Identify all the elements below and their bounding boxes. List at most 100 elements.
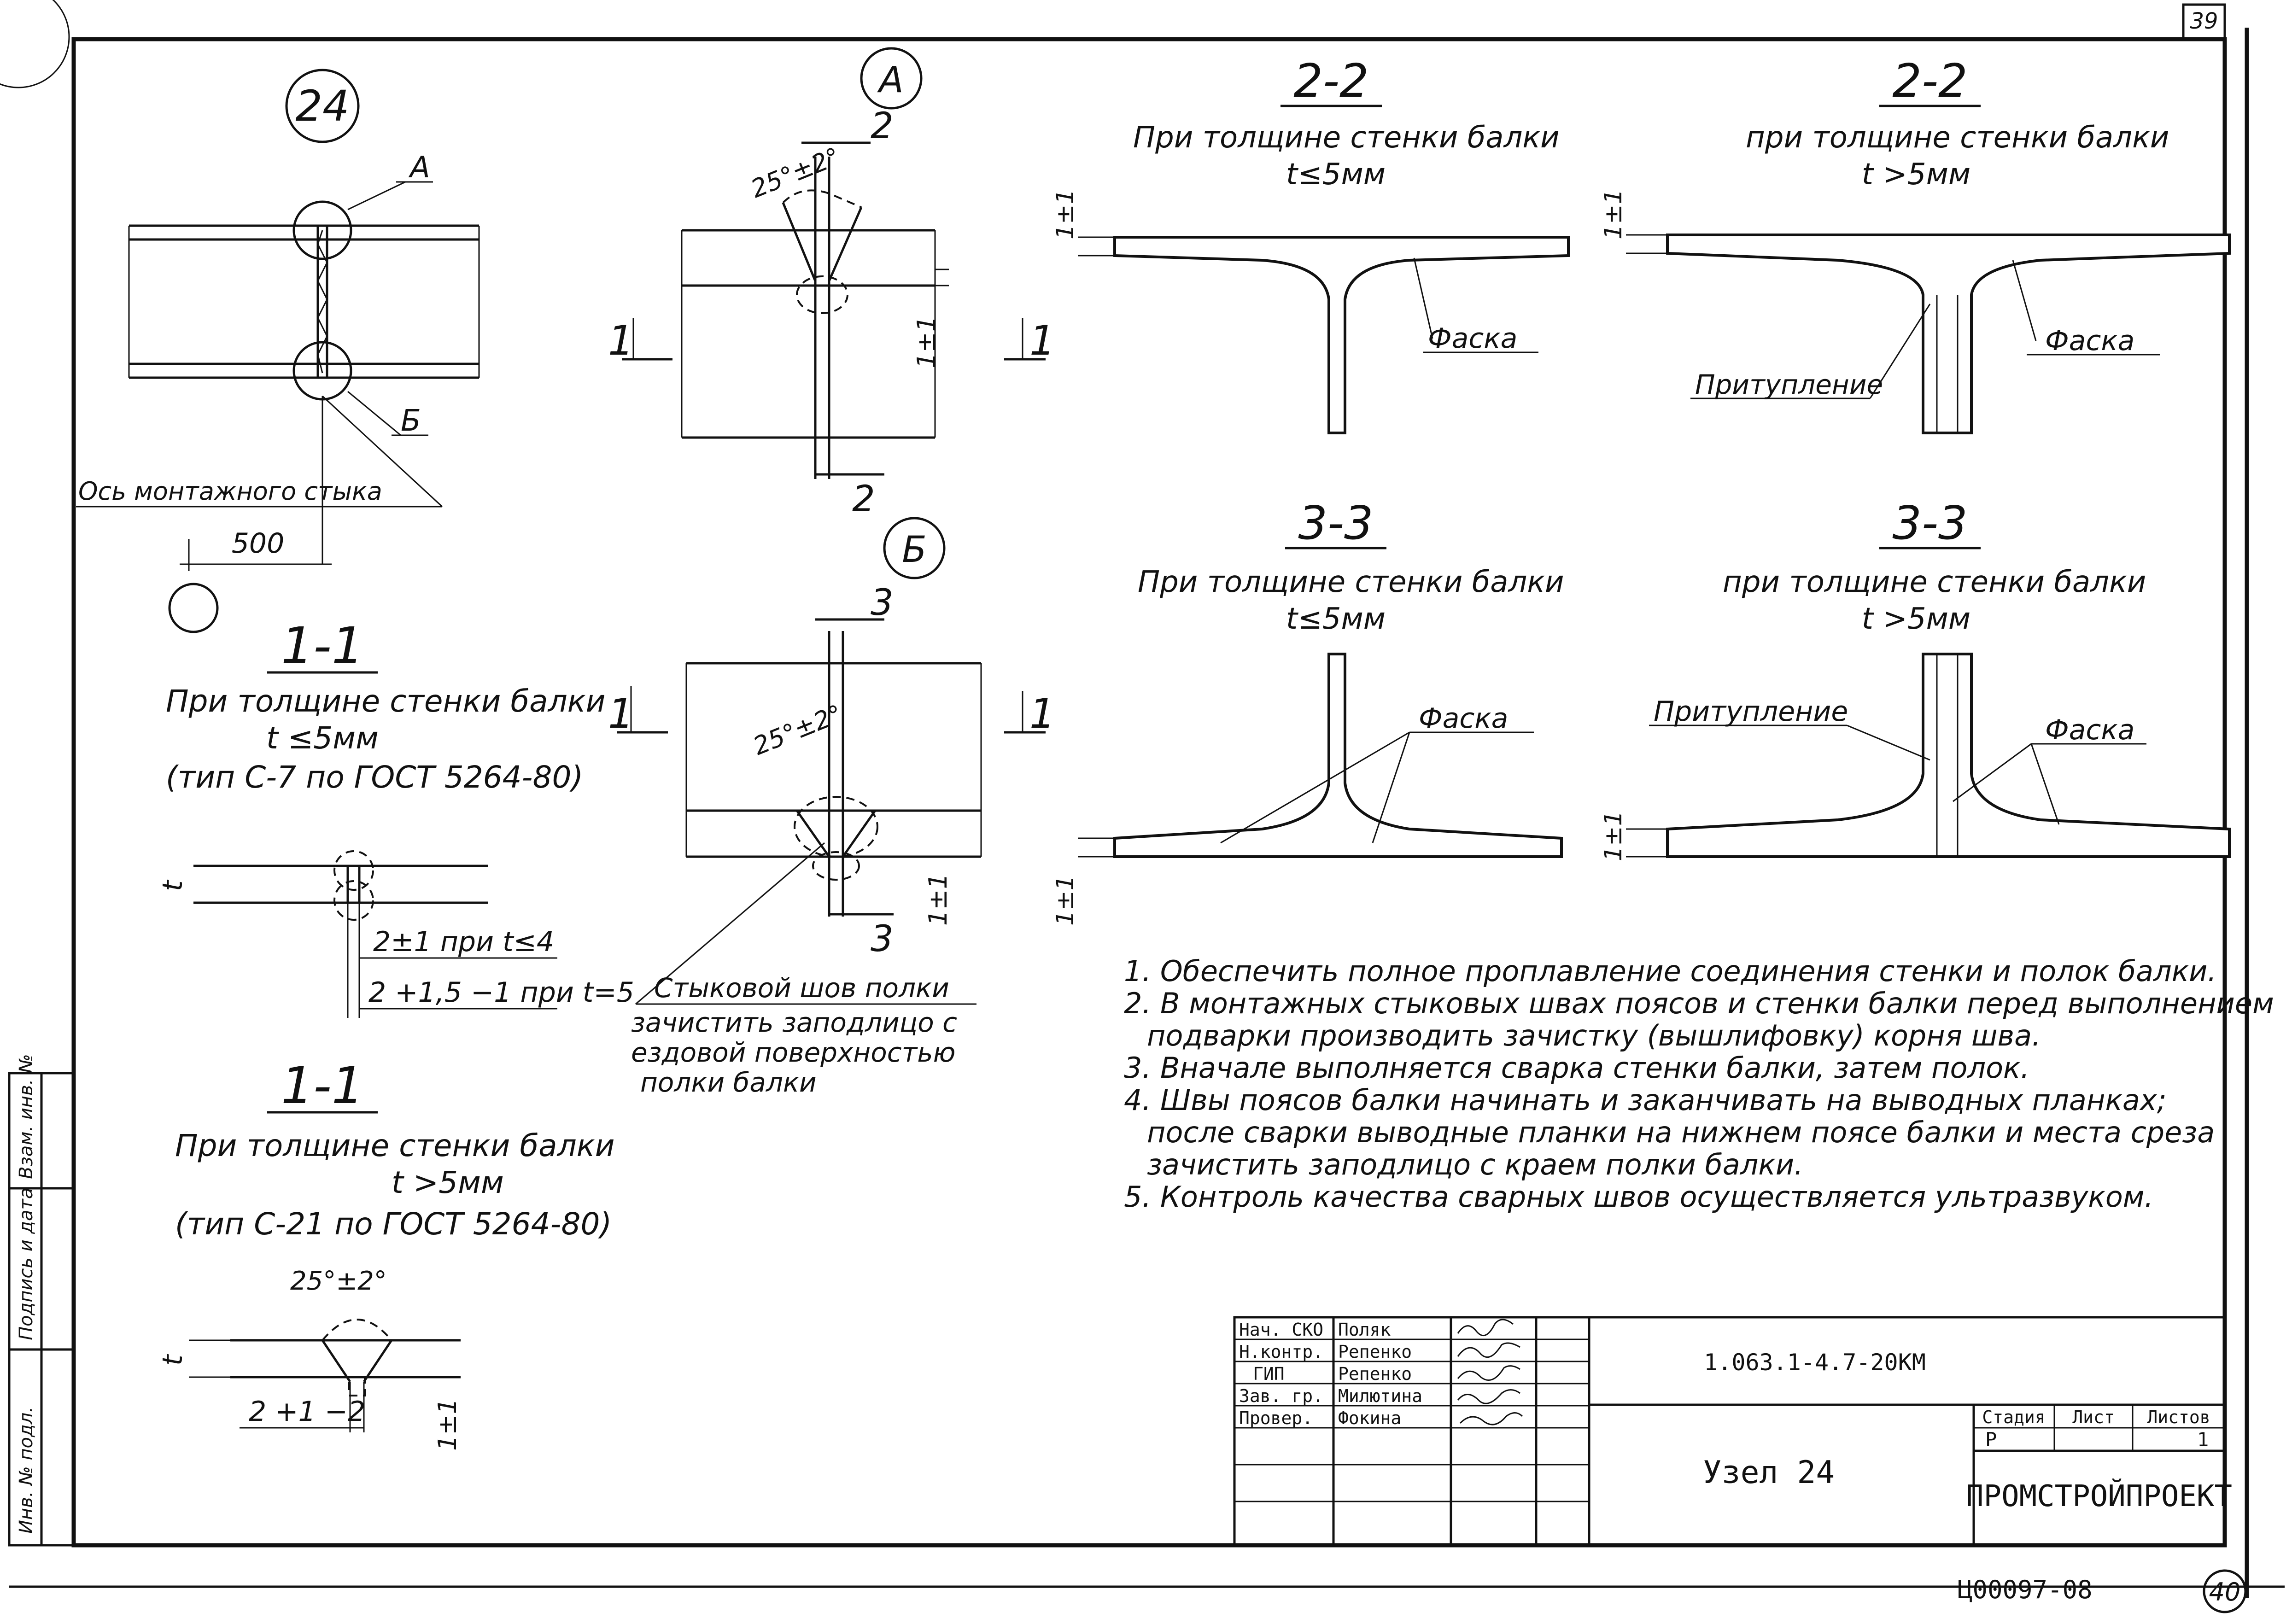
section-3-3-b-leader3 <box>2030 743 2060 825</box>
section-2-2-b-label1: Фаска <box>2045 325 2134 357</box>
tb-name-3: Репенко <box>1338 1364 1412 1384</box>
detail-b-cut-top: 3 <box>871 582 894 624</box>
page-circle-number: 40 <box>2209 1577 2241 1606</box>
section-1-1-a-line3: (тип С-7 по ГОСТ 5264-80) <box>166 759 583 795</box>
section-1-1-b-angle: 25°±2° <box>290 1266 387 1296</box>
section-2-2-a-leader <box>1413 257 1433 339</box>
section-1-1-a-dim-t: t <box>157 879 189 891</box>
tb-role-5: Провер. <box>1239 1408 1313 1428</box>
detail-b-angle: 25°±2° <box>749 699 846 761</box>
section-2-2-b-title: 2-2 <box>1892 54 1967 108</box>
side-label-replace: Взам. инв. № <box>16 1054 37 1179</box>
tb-role-2: Н.контр. <box>1239 1342 1323 1362</box>
section-3-3-b-label1: Притупление <box>1654 695 1848 728</box>
tb-sheet-header: Лист <box>2072 1407 2115 1427</box>
detail-a-circle-label: А <box>877 59 903 101</box>
corner-sheet-number: 39 <box>2190 8 2218 34</box>
detail-b-dim: 1±1 <box>924 873 953 926</box>
section-3-3-a-label: Фаска <box>1419 702 1508 735</box>
corner-sheet-box <box>2182 3 2226 41</box>
section-1-1-a-line1: При толщине стенки балки <box>166 683 606 719</box>
section-3-3-b-line2: t >5мм <box>1862 602 1970 636</box>
tb-role-3: ГИП <box>1253 1364 1285 1384</box>
detail-a-circle <box>860 47 923 110</box>
empty-circle <box>168 583 219 633</box>
tb-role-1: Нач. СКО <box>1239 1320 1323 1340</box>
section-1-1-a-title: 1-1 <box>281 616 364 675</box>
section-3-3-a-line1: При толщине стенки балки <box>1138 565 1564 599</box>
section-1-1-b-line1: При толщине стенки балки <box>175 1128 615 1163</box>
drawing-frame <box>71 37 2227 1548</box>
note-line-3: подварки производить зачистку (вышлифовк… <box>1147 1019 2041 1052</box>
tb-name-2: Репенко <box>1338 1342 1412 1362</box>
side-label-inv: Инв. № подл. <box>16 1407 37 1534</box>
section-2-2-a-line2: t≤5мм <box>1286 158 1386 192</box>
tb-code: 1.063.1-4.7-20КМ <box>1704 1349 1926 1376</box>
archive-number: Ц00097-08 <box>1958 1575 2093 1604</box>
detail-b-note-leader <box>635 842 825 1005</box>
tb-org: ПРОМСТРОЙПРОЕКТ <box>1966 1478 2232 1513</box>
section-2-2-a-dim: 1±1 <box>1052 189 1079 240</box>
tb-sheets: 1 <box>2197 1428 2209 1451</box>
plan-label-b: Б <box>401 404 421 438</box>
section-3-3-b-leader1 <box>1847 724 1930 761</box>
section-1-1-a-gap2: 2 +1,5 −1 при t=5 <box>368 976 634 1009</box>
note-line-5: 4. Швы поясов балки начинать и заканчива… <box>1124 1083 2166 1117</box>
note-line-6: после сварки выводные планки на нижнем п… <box>1147 1116 2215 1149</box>
note-line-8: 5. Контроль качества сварных швов осущес… <box>1124 1180 2153 1214</box>
note-line-1: 1. Обеспечить полное проплавление соедин… <box>1124 954 2216 988</box>
detail-b-cut-right: 1 <box>1029 690 1055 737</box>
section-2-2-a-label: Фаска <box>1428 322 1517 355</box>
section-1-1-b-sketch <box>230 1319 461 1432</box>
axis-leader <box>322 395 443 508</box>
section-1-1-b-title: 1-1 <box>281 1056 364 1115</box>
section-3-3-a-line2: t≤5мм <box>1286 602 1386 636</box>
section-2-2-b-label2: Притупление <box>1695 369 1883 400</box>
page-circle <box>2203 1569 2247 1613</box>
section-2-2-b-line2: t >5мм <box>1862 158 1970 192</box>
plan-label-a: А <box>408 151 430 185</box>
detail-b-circle-label: Б <box>902 529 927 571</box>
tb-name-1: Поляк <box>1338 1320 1391 1340</box>
section-3-3-b-label2: Фаска <box>2045 714 2134 746</box>
section-3-3-a-leader2 <box>1372 732 1410 843</box>
detail-b-note-1: Стыковой шов полки <box>654 972 949 1004</box>
tb-stage: Р <box>1985 1428 1997 1451</box>
note-line-4: 3. Вначале выполняется сварка стенки бал… <box>1124 1051 2029 1085</box>
detail-a-cut-right: 1 <box>1029 317 1055 364</box>
section-3-3-b-profile <box>1666 653 2231 858</box>
detail-a-cut-top: 2 <box>871 105 894 147</box>
tb-name-4: Милютина <box>1338 1386 1422 1406</box>
detail-a-cut-bottom: 2 <box>852 479 875 520</box>
title-block-signatures <box>1457 1319 1523 1425</box>
tb-role-4: Зав. гр. <box>1239 1386 1323 1406</box>
section-1-1-b-line3: (тип С-21 по ГОСТ 5264-80) <box>175 1206 612 1242</box>
title-block-rows: Нач. СКО Поляк Н.контр. Репенко ГИП Репе… <box>1239 1320 1422 1428</box>
node-circle <box>285 69 360 143</box>
section-1-1-a-line2: t ≤5мм <box>266 720 379 756</box>
section-3-3-b-line1: при толщине стенки балки <box>1723 565 2146 599</box>
detail-b-note-3: ездовой поверхностью <box>631 1037 955 1068</box>
section-3-3-a-profile <box>1113 653 1563 858</box>
detail-a-cut-left: 1 <box>608 317 634 364</box>
section-2-2-a-profile <box>1113 236 1570 434</box>
detail-b-cut-left: 1 <box>608 690 634 737</box>
detail-b-view <box>685 618 982 917</box>
leader-b <box>347 391 401 436</box>
tb-name-5: Фокина <box>1338 1408 1401 1428</box>
section-3-3-b-title: 3-3 <box>1892 496 1967 550</box>
detail-a-dim: 1±1 <box>912 316 941 368</box>
axis-label: Ось монтажного стыка <box>78 477 382 506</box>
section-1-1-b-gap: 2 +1 −2 <box>249 1396 365 1428</box>
section-3-3-a-leader1 <box>1220 731 1410 844</box>
section-1-1-a-gap1: 2±1 при t≤4 <box>373 926 554 958</box>
tb-name: Узел 24 <box>1703 1455 1835 1491</box>
section-2-2-b-leader1 <box>2012 260 2037 341</box>
section-1-1-b-dim: 1±1 <box>433 1398 462 1451</box>
section-2-2-a-line1: При толщине стенки балки <box>1133 121 1560 155</box>
section-2-2-b-profile <box>1666 234 2231 434</box>
note-line-7: зачистить заподлицо с краем полки балки. <box>1147 1148 1803 1181</box>
detail-b-circle <box>883 517 946 579</box>
section-2-2-b-line1: при толщине стенки балки <box>1746 121 2169 155</box>
